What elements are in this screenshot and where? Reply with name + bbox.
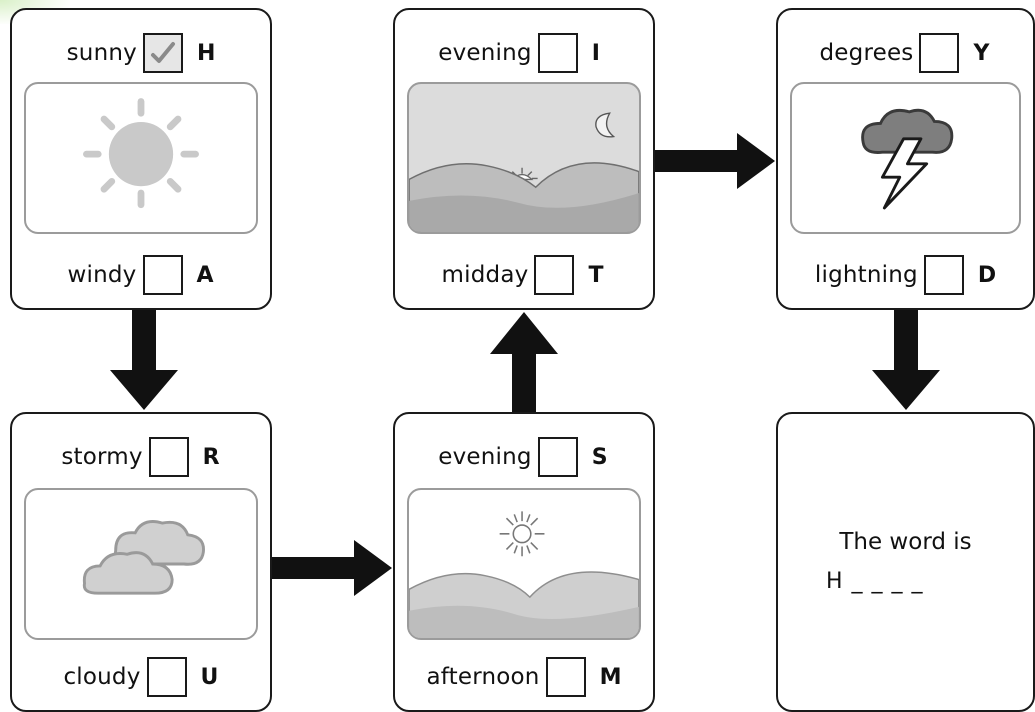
option-word: evening xyxy=(438,444,532,470)
answer-checkbox[interactable] xyxy=(537,437,578,477)
option-midday: midday T xyxy=(395,252,653,298)
option-word: evening xyxy=(438,40,532,66)
option-letter: S xyxy=(591,444,608,470)
arrow-icon xyxy=(272,540,392,596)
card-midday: evening I midday T xyxy=(393,8,655,310)
answer-checkbox[interactable] xyxy=(142,255,183,295)
answer-checkbox[interactable] xyxy=(537,33,578,73)
option-word: degrees xyxy=(819,40,914,66)
arrow-icon xyxy=(110,310,178,410)
option-sunny: sunny H xyxy=(12,30,270,76)
option-word: lightning xyxy=(814,262,918,288)
storm-picture xyxy=(790,82,1021,234)
card-lightning: degrees Y lightning D xyxy=(776,8,1035,310)
option-word: stormy xyxy=(61,444,143,470)
card-cloudy: stormy R cloudy U xyxy=(10,412,272,712)
option-letter: U xyxy=(200,664,219,690)
option-letter: D xyxy=(977,262,997,288)
option-letter: H xyxy=(196,40,216,66)
storm-cloud-icon xyxy=(861,108,954,210)
option-evening-s: evening S xyxy=(395,434,653,480)
option-stormy: stormy R xyxy=(12,434,270,480)
cloud-icon xyxy=(82,520,205,595)
option-word: afternoon xyxy=(426,664,540,690)
answer-checkbox[interactable] xyxy=(534,255,575,295)
option-word: windy xyxy=(67,262,137,288)
final-title: The word is xyxy=(839,529,972,555)
option-letter: I xyxy=(591,40,600,66)
option-degrees: degrees Y xyxy=(778,30,1033,76)
option-evening-i: evening I xyxy=(395,30,653,76)
arrow-icon xyxy=(490,312,558,412)
arrow-icon xyxy=(872,310,940,410)
sun-picture xyxy=(24,82,258,234)
moon-hills-icon xyxy=(409,112,639,232)
option-afternoon: afternoon M xyxy=(395,654,653,700)
afternoon-picture xyxy=(407,488,641,640)
answer-checkbox[interactable] xyxy=(148,437,189,477)
option-cloudy: cloudy U xyxy=(12,654,270,700)
card-final-word: The word is H _ _ _ _ xyxy=(776,412,1035,712)
option-letter: A xyxy=(196,262,214,288)
option-letter: M xyxy=(599,664,622,690)
answer-checkbox[interactable] xyxy=(919,33,960,73)
answer-checkbox[interactable] xyxy=(545,657,586,697)
answer-checkbox[interactable] xyxy=(923,255,964,295)
card-sunny: sunny H windy A xyxy=(10,8,272,310)
final-answer: H _ _ _ _ xyxy=(826,569,924,594)
card-afternoon: evening S afternoon xyxy=(393,412,655,712)
option-windy: windy A xyxy=(12,252,270,298)
evening-picture xyxy=(407,82,641,234)
sun-icon xyxy=(83,98,199,209)
option-letter: T xyxy=(588,262,604,288)
option-lightning: lightning D xyxy=(778,252,1033,298)
check-icon xyxy=(150,42,175,63)
option-word: sunny xyxy=(66,40,137,66)
option-letter: R xyxy=(202,444,220,470)
answer-checkbox[interactable] xyxy=(142,33,183,73)
cloud-picture xyxy=(24,488,258,640)
option-word: midday xyxy=(441,262,529,288)
option-word: cloudy xyxy=(63,664,141,690)
sun-hills-icon xyxy=(409,511,639,638)
answer-checkbox[interactable] xyxy=(146,657,187,697)
arrow-icon xyxy=(655,133,775,189)
option-letter: Y xyxy=(973,40,990,66)
